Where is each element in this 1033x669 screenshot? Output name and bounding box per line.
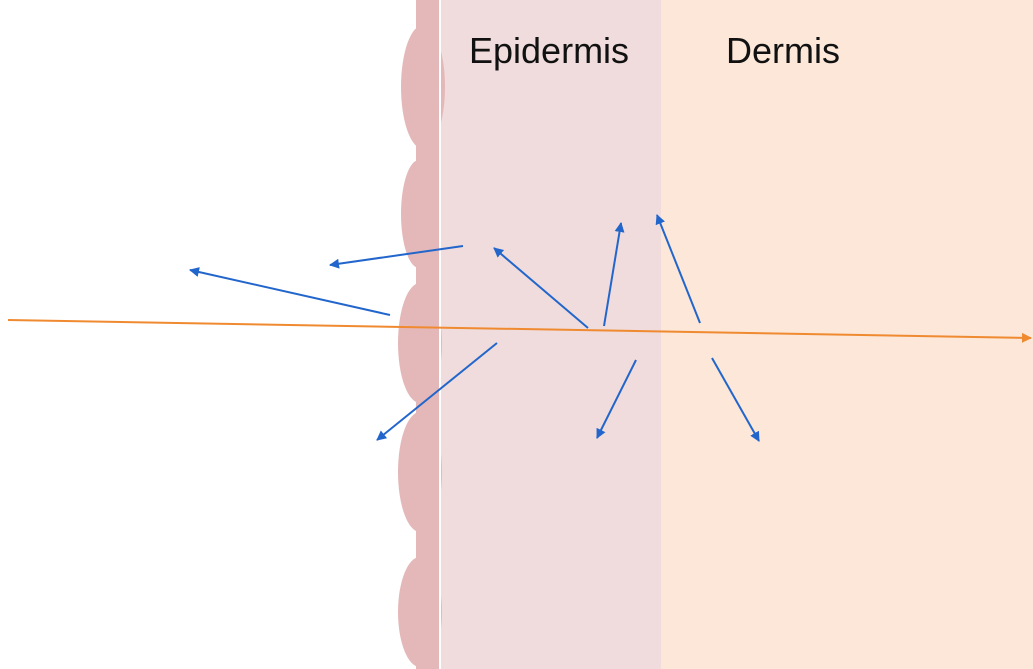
dermis-label: Dermis <box>726 30 840 71</box>
surface-cell <box>398 283 442 403</box>
surface-cell <box>398 412 442 532</box>
scatter-arrow <box>190 270 390 315</box>
surface-cell <box>401 25 445 149</box>
epidermis-layer <box>440 0 661 669</box>
epidermis-label: Epidermis <box>469 30 629 71</box>
surface-cell <box>398 557 442 667</box>
